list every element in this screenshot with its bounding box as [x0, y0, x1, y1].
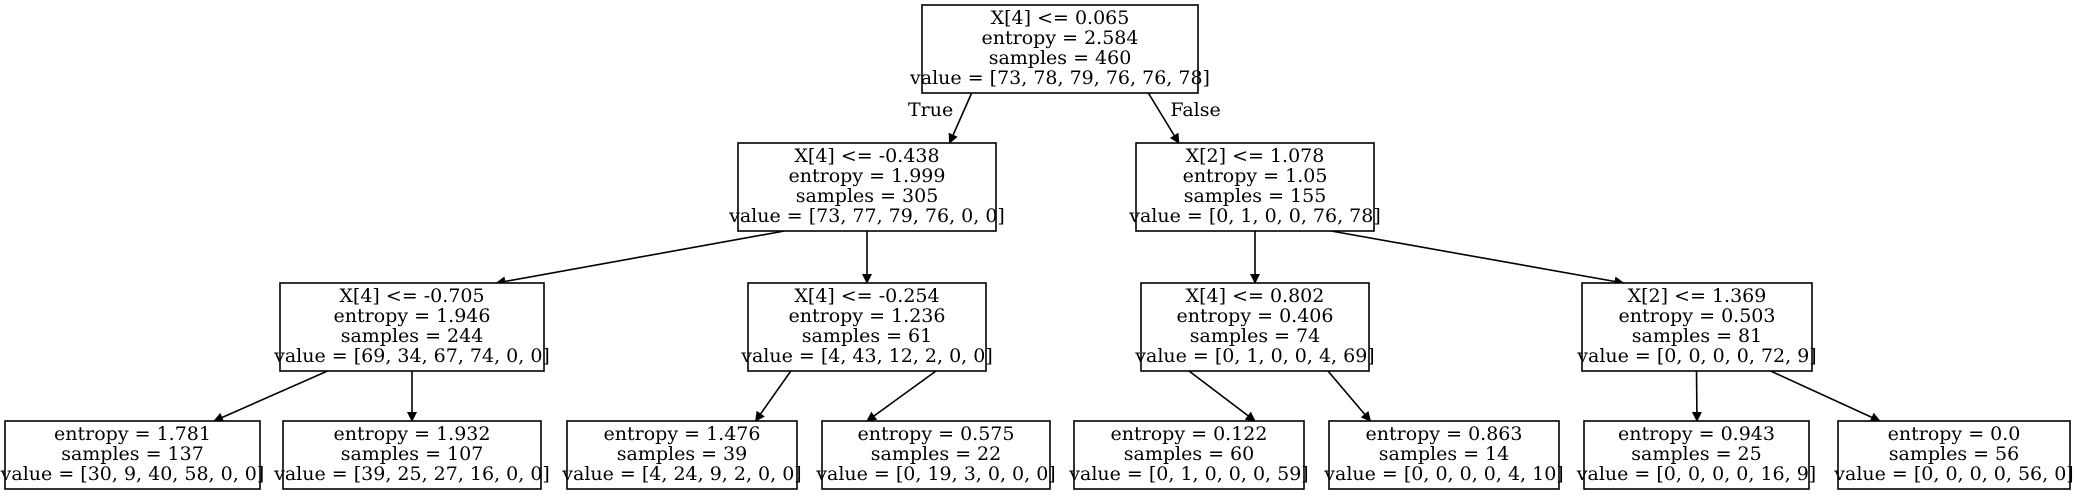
node-line: samples = 74 [1190, 325, 1321, 347]
node-line: value = [73, 77, 79, 76, 0, 0] [728, 205, 1005, 227]
node-box [1135, 142, 1375, 232]
node-box [279, 282, 545, 372]
edge-label-false: False [1170, 99, 1220, 121]
node-line: value = [0, 0, 0, 0, 72, 9] [1576, 345, 1816, 367]
node-line: samples = 25 [1631, 443, 1762, 465]
edge-n1-n3 [495, 230, 785, 287]
node-line: samples = 305 [796, 185, 939, 207]
node-line: value = [0, 0, 0, 0, 16, 9] [1576, 463, 1816, 485]
node-line: entropy = 0.863 [1366, 423, 1523, 445]
node-line: samples = 155 [1184, 185, 1327, 207]
edge-n5-n11 [1188, 370, 1256, 422]
edge-n5-n12 [1327, 370, 1372, 422]
edge-n0-n1 [948, 92, 973, 144]
node-line: X[4] <= -0.254 [794, 285, 939, 307]
node-line: entropy = 0.943 [1618, 423, 1775, 445]
edge-n6-n13 [1691, 370, 1702, 422]
node-line: entropy = 0.0 [1888, 423, 2021, 445]
edges-layer: True False [213, 92, 1881, 422]
edge-n4-n9 [754, 370, 792, 422]
node-box [282, 420, 542, 490]
node-box [747, 282, 987, 372]
node-line: X[4] <= -0.705 [339, 285, 484, 307]
node-line: samples = 39 [617, 443, 748, 465]
node-line: entropy = 1.999 [789, 165, 946, 187]
edge-n4-n10 [866, 370, 937, 422]
node-line: entropy = 0.406 [1177, 305, 1334, 327]
node-line: samples = 460 [989, 47, 1132, 69]
edge-n3-n7 [213, 370, 328, 422]
node-line: X[4] <= 0.065 [991, 7, 1130, 29]
node-line: samples = 107 [341, 443, 484, 465]
node-line: value = [0, 1, 0, 0, 4, 69] [1134, 345, 1374, 367]
node-box [821, 420, 1051, 490]
node-line: samples = 81 [1632, 325, 1763, 347]
node-line: value = [69, 34, 67, 74, 0, 0] [273, 345, 550, 367]
edge-n6-n14 [1770, 370, 1881, 422]
node-line: samples = 137 [61, 443, 204, 465]
node-box [1581, 282, 1813, 372]
edge-n2-n6 [1331, 230, 1625, 287]
node-line: entropy = 1.05 [1183, 165, 1328, 187]
node-line: samples = 22 [871, 443, 1002, 465]
edge-n0-n2 [1147, 92, 1180, 144]
node-line: value = [0, 19, 3, 0, 0, 0] [815, 463, 1055, 485]
node-line: samples = 244 [341, 325, 484, 347]
node-line: value = [30, 9, 40, 58, 0, 0] [0, 463, 264, 485]
node-box [1140, 282, 1370, 372]
node-line: entropy = 0.503 [1619, 305, 1776, 327]
node-box [1837, 420, 2071, 490]
node-line: samples = 56 [1889, 443, 2020, 465]
node-line: entropy = 1.932 [334, 423, 491, 445]
node-box [1073, 420, 1305, 490]
node-box [737, 142, 997, 232]
node-box [4, 420, 261, 490]
node-line: value = [0, 0, 0, 0, 56, 0] [1833, 463, 2073, 485]
node-line: samples = 61 [802, 325, 933, 347]
node-line: entropy = 1.476 [604, 423, 761, 445]
node-line: value = [0, 1, 0, 0, 76, 78] [1128, 205, 1381, 227]
node-box [566, 420, 798, 490]
node-line: value = [0, 1, 0, 0, 0, 59] [1068, 463, 1308, 485]
node-line: value = [4, 24, 9, 2, 0, 0] [561, 463, 801, 485]
node-line: X[4] <= 0.802 [1186, 285, 1325, 307]
edge-label-true: True [908, 99, 953, 121]
node-line: value = [4, 43, 12, 2, 0, 0] [740, 345, 993, 367]
node-line: X[2] <= 1.369 [1628, 285, 1767, 307]
node-line: entropy = 1.946 [334, 305, 491, 327]
node-box [1328, 420, 1560, 490]
node-line: value = [73, 78, 79, 76, 76, 78] [909, 67, 1210, 89]
node-line: samples = 14 [1379, 443, 1510, 465]
node-box [1583, 420, 1810, 490]
node-line: samples = 60 [1124, 443, 1255, 465]
node-line: entropy = 0.575 [858, 423, 1015, 445]
node-line: entropy = 2.584 [982, 27, 1139, 49]
node-line: entropy = 1.236 [789, 305, 946, 327]
node-line: entropy = 1.781 [54, 423, 211, 445]
node-line: value = [0, 0, 0, 0, 4, 10] [1323, 463, 1563, 485]
node-line: X[4] <= -0.438 [794, 145, 939, 167]
node-box [921, 4, 1199, 94]
node-line: value = [39, 25, 27, 16, 0, 0] [273, 463, 550, 485]
node-line: entropy = 0.122 [1111, 423, 1268, 445]
node-line: X[2] <= 1.078 [1186, 145, 1325, 167]
